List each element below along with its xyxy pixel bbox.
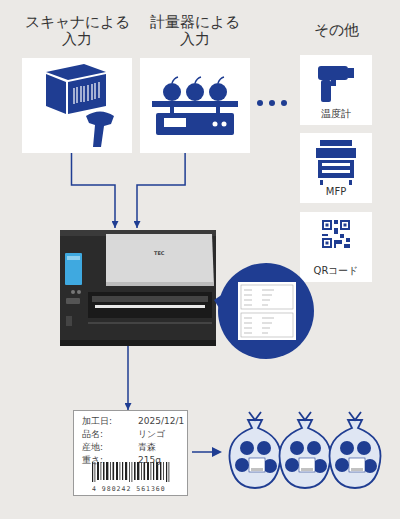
printed-label: 加工日: 2025/12/1 品名: リンゴ産地: 青森重さ: 215g 4 980242 …	[73, 410, 188, 496]
scanner-icon	[46, 64, 114, 147]
label-field: 215g	[138, 455, 161, 466]
thermometer-icon	[318, 66, 354, 102]
device-box: 温度計	[300, 55, 372, 125]
label-field: 品名:	[82, 429, 103, 440]
label-callout	[214, 263, 314, 359]
flow-arrow	[192, 447, 222, 457]
device-label: MFP	[300, 186, 372, 198]
barcode	[92, 462, 169, 482]
device-box: QRコード	[300, 212, 372, 282]
qr-icon	[322, 220, 350, 248]
flow-arrow	[137, 153, 185, 228]
label-field: 2025/12/1	[138, 416, 184, 427]
input-heading: 計量器による 入力	[140, 14, 250, 48]
device-label: QRコード	[300, 265, 372, 277]
input-box: スキャナによる 入力	[22, 14, 132, 153]
printer-illustration	[60, 230, 216, 346]
device-box: MFP	[300, 133, 372, 203]
label-field: 加工日:	[82, 416, 112, 427]
input-box-panel	[140, 58, 250, 153]
input-box: 計量器による 入力	[140, 14, 250, 153]
device-label: 温度計	[300, 108, 372, 120]
input-box-panel	[22, 58, 132, 153]
flow-arrow	[127, 346, 129, 410]
label-field: リンゴ	[138, 429, 165, 440]
mfp-icon	[316, 140, 356, 185]
flow-arrow	[72, 153, 116, 228]
label-field: 重さ:	[82, 455, 103, 466]
input-heading: スキャナによる 入力	[22, 14, 132, 48]
label-field: 産地:	[82, 442, 103, 453]
barcode-number: 4 980242 561360	[92, 485, 166, 493]
apple-bags	[229, 412, 380, 488]
ellipsis-dots	[257, 100, 287, 106]
brand-logo: TEC	[154, 250, 165, 256]
column-heading: その他	[300, 22, 372, 39]
printer: TEC	[58, 228, 218, 346]
scale-icon	[152, 77, 238, 135]
label-field: 青森	[138, 442, 156, 453]
